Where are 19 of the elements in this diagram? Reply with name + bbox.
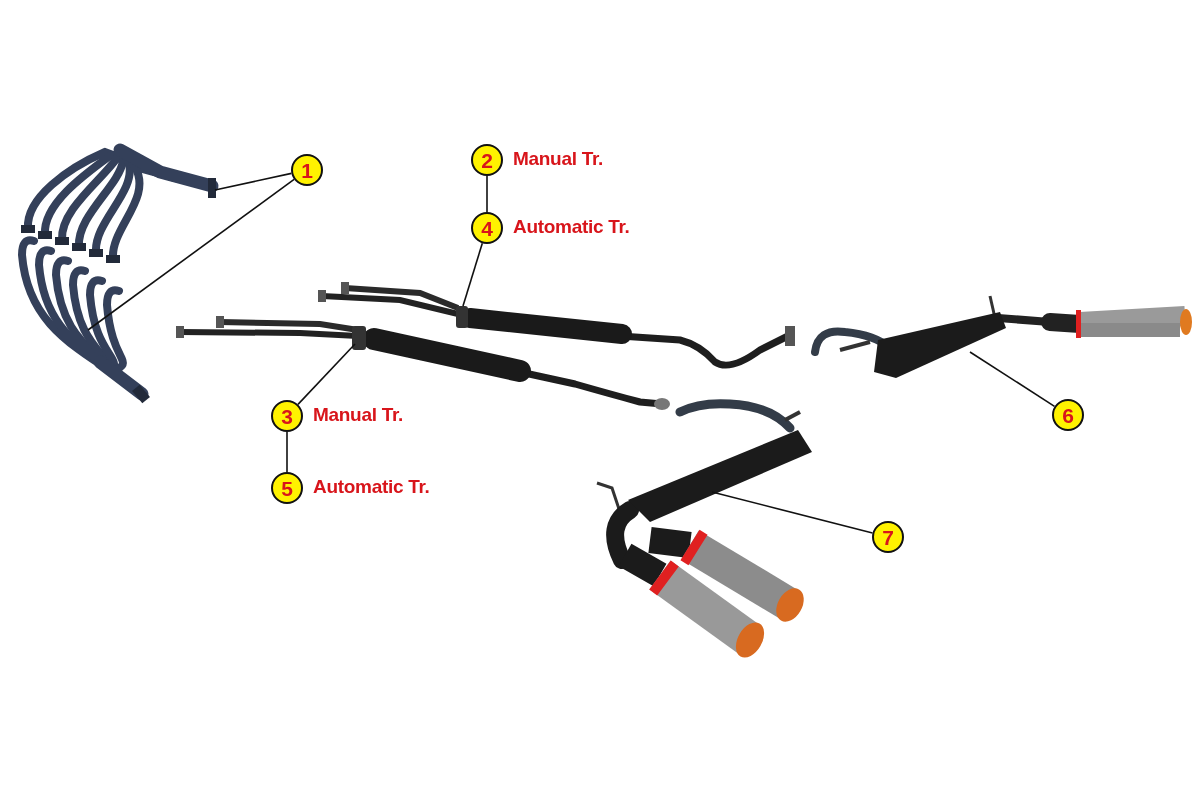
callout-number: 1: [291, 154, 323, 186]
callout-number: 2: [471, 144, 503, 176]
callout-label: Automatic Tr.: [313, 476, 430, 498]
leader-line: [286, 431, 288, 473]
callout-number: 5: [271, 472, 303, 504]
callout-label: Manual Tr.: [313, 404, 403, 426]
leader-line: [214, 172, 293, 191]
leader-line: [711, 491, 874, 534]
callout-label: Automatic Tr.: [513, 216, 630, 238]
leader-line: [87, 178, 295, 331]
leader-line: [486, 175, 488, 213]
callout-number: 3: [271, 400, 303, 432]
leader-line: [969, 351, 1056, 408]
callout-number: 6: [1052, 399, 1084, 431]
callout-number: 4: [471, 212, 503, 244]
callout-label: Manual Tr.: [513, 148, 603, 170]
callout-number: 7: [872, 521, 904, 553]
leader-line: [462, 242, 484, 307]
leader-line: [297, 343, 356, 406]
